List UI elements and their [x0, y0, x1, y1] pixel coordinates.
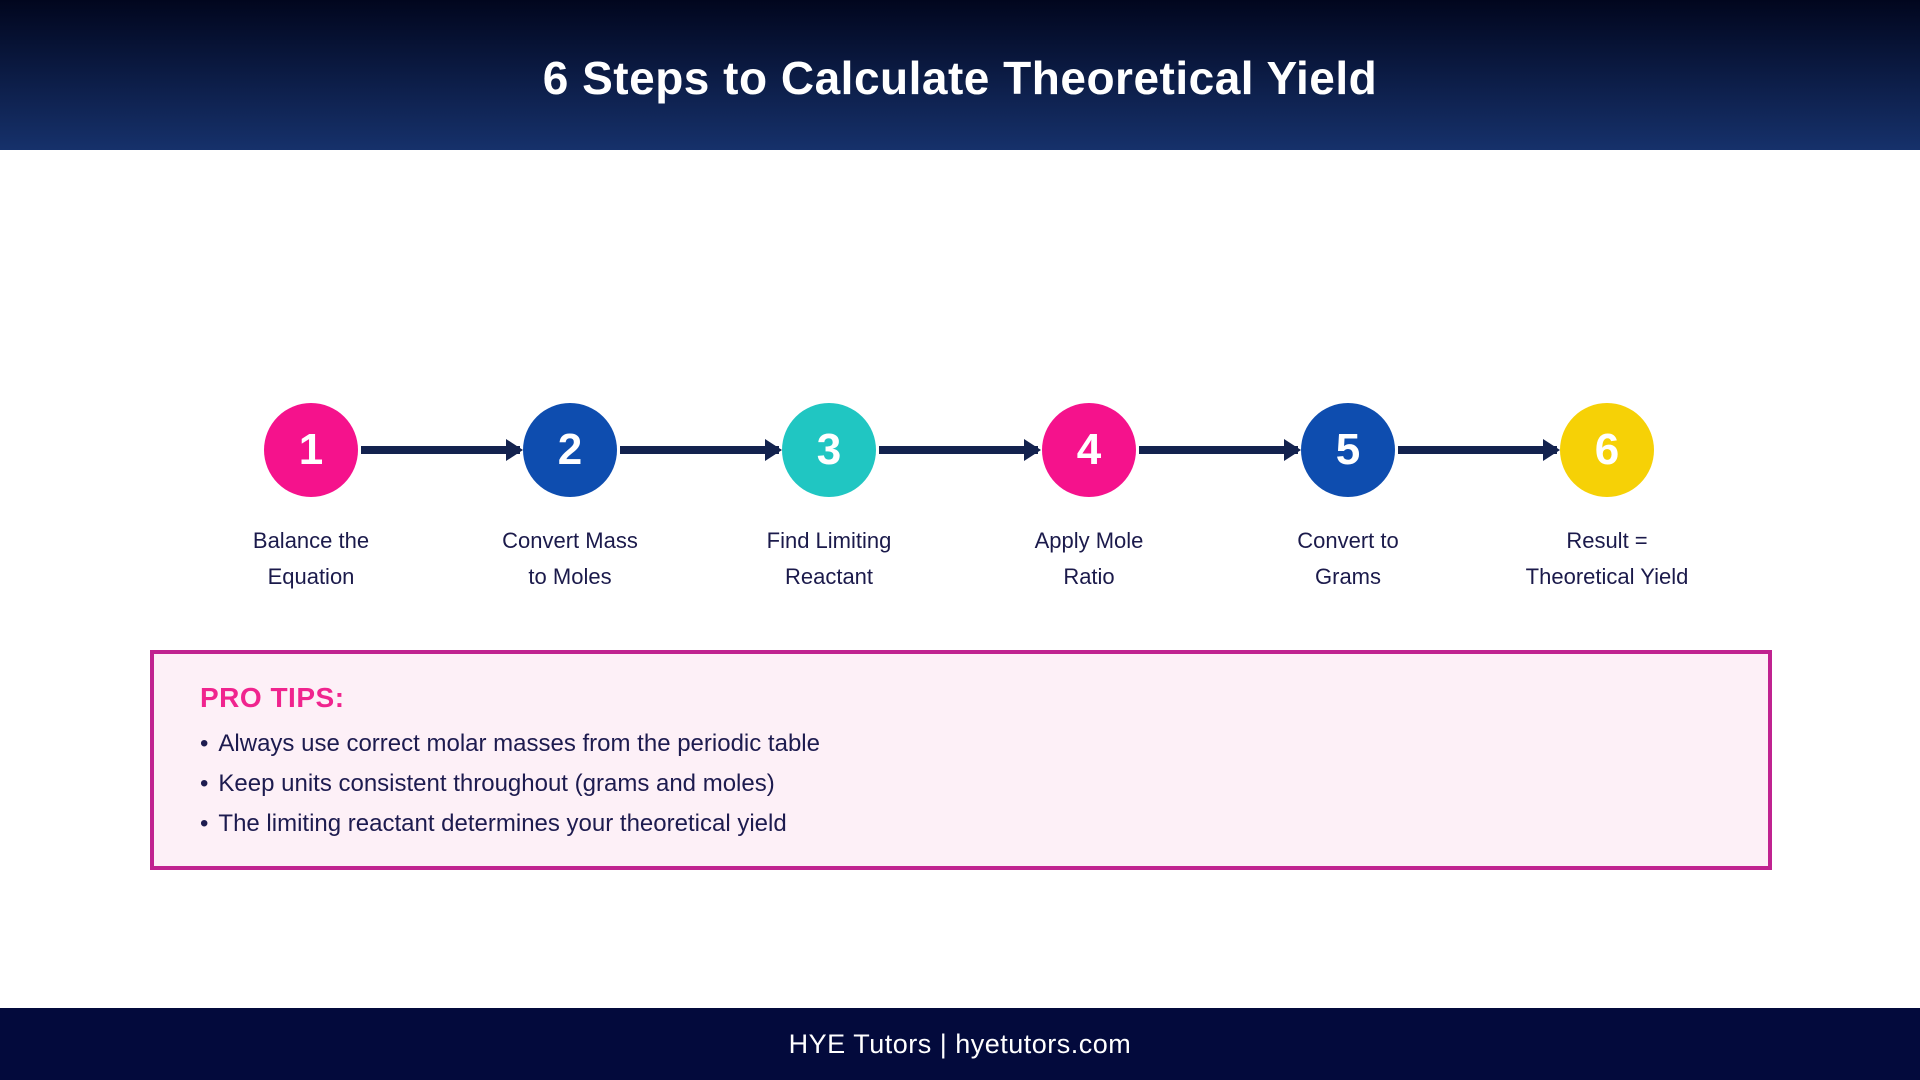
step-circle: 6 — [1560, 403, 1654, 497]
step-label: Find Limiting Reactant — [767, 523, 892, 595]
step-label-line2: Grams — [1315, 564, 1381, 589]
step-number: 5 — [1335, 425, 1361, 474]
step-label-line1: Find Limiting — [766, 528, 892, 553]
bullet-icon: • — [200, 770, 209, 797]
step-circle: 1 — [264, 403, 358, 497]
pro-tips-list: • Always use correct molar masses from th… — [200, 724, 1728, 844]
step-label: Convert to Grams — [1297, 523, 1399, 595]
step-number: 6 — [1594, 425, 1620, 474]
pro-tip-item: • The limiting reactant determines your t… — [200, 804, 1728, 844]
step-circle: 4 — [1042, 403, 1136, 497]
step-2: 2 Convert Mass to Moles — [440, 403, 700, 595]
step-5: 5 Convert to Grams — [1218, 403, 1478, 595]
step-number: 4 — [1076, 425, 1102, 474]
step-label: Convert Mass to Moles — [502, 523, 638, 595]
pro-tip-text: The limiting reactant determines your th… — [218, 810, 787, 837]
step-circle: 2 — [523, 403, 617, 497]
step-6: 6 Result = Theoretical Yield — [1477, 403, 1737, 595]
footer-bar: HYE Tutors | hyetutors.com — [0, 1008, 1920, 1080]
step-label: Result = Theoretical Yield — [1526, 523, 1689, 595]
step-label-line2: to Moles — [528, 564, 612, 589]
step-label-line2: Ratio — [1063, 564, 1115, 589]
step-4: 4 Apply Mole Ratio — [959, 403, 1219, 595]
arrow-right-icon — [1398, 439, 1560, 461]
step-1: 1 Balance the Equation — [181, 403, 441, 595]
step-number: 3 — [816, 425, 842, 474]
step-label-line1: Result = — [1566, 528, 1648, 553]
step-number: 2 — [557, 425, 583, 474]
arrow-right-icon — [361, 439, 523, 461]
pro-tip-item: • Keep units consistent throughout (grams… — [200, 764, 1728, 804]
step-label-line1: Convert to — [1297, 528, 1399, 553]
arrow-right-icon — [620, 439, 782, 461]
step-label-line2: Theoretical Yield — [1525, 564, 1689, 589]
step-circle: 3 — [782, 403, 876, 497]
step-label-line2: Reactant — [784, 564, 874, 589]
step-label: Balance the Equation — [253, 523, 369, 595]
step-label-line1: Balance the — [252, 528, 370, 553]
step-label-line2: Equation — [267, 564, 355, 589]
step-number: 1 — [298, 425, 324, 474]
pro-tip-text: Always use correct molar masses from the… — [218, 730, 820, 757]
step-circle: 5 — [1301, 403, 1395, 497]
bullet-icon: • — [200, 810, 209, 837]
pro-tips-heading: PRO TIPS: — [200, 682, 345, 713]
steps-timeline: 1 Balance the Equation 2 Convert Mass to… — [181, 403, 1737, 595]
footer-text: HYE Tutors | hyetutors.com — [788, 1028, 1132, 1059]
header-banner: 6 Steps to Calculate Theoretical Yield — [0, 0, 1920, 150]
page-title: 6 Steps to Calculate Theoretical Yield — [542, 52, 1378, 104]
pro-tip-item: • Always use correct molar masses from th… — [200, 724, 1728, 764]
arrow-right-icon — [879, 439, 1041, 461]
step-3: 3 Find Limiting Reactant — [699, 403, 959, 595]
step-label: Apply Mole Ratio — [1035, 523, 1144, 595]
step-label-line1: Apply Mole — [1034, 528, 1144, 553]
pro-tips-box: PRO TIPS: • Always use correct molar mass… — [150, 650, 1772, 870]
arrow-right-icon — [1139, 439, 1301, 461]
bullet-icon: • — [200, 730, 209, 757]
pro-tip-text: Keep units consistent throughout (grams … — [218, 770, 775, 797]
step-label-line1: Convert Mass — [502, 528, 638, 553]
